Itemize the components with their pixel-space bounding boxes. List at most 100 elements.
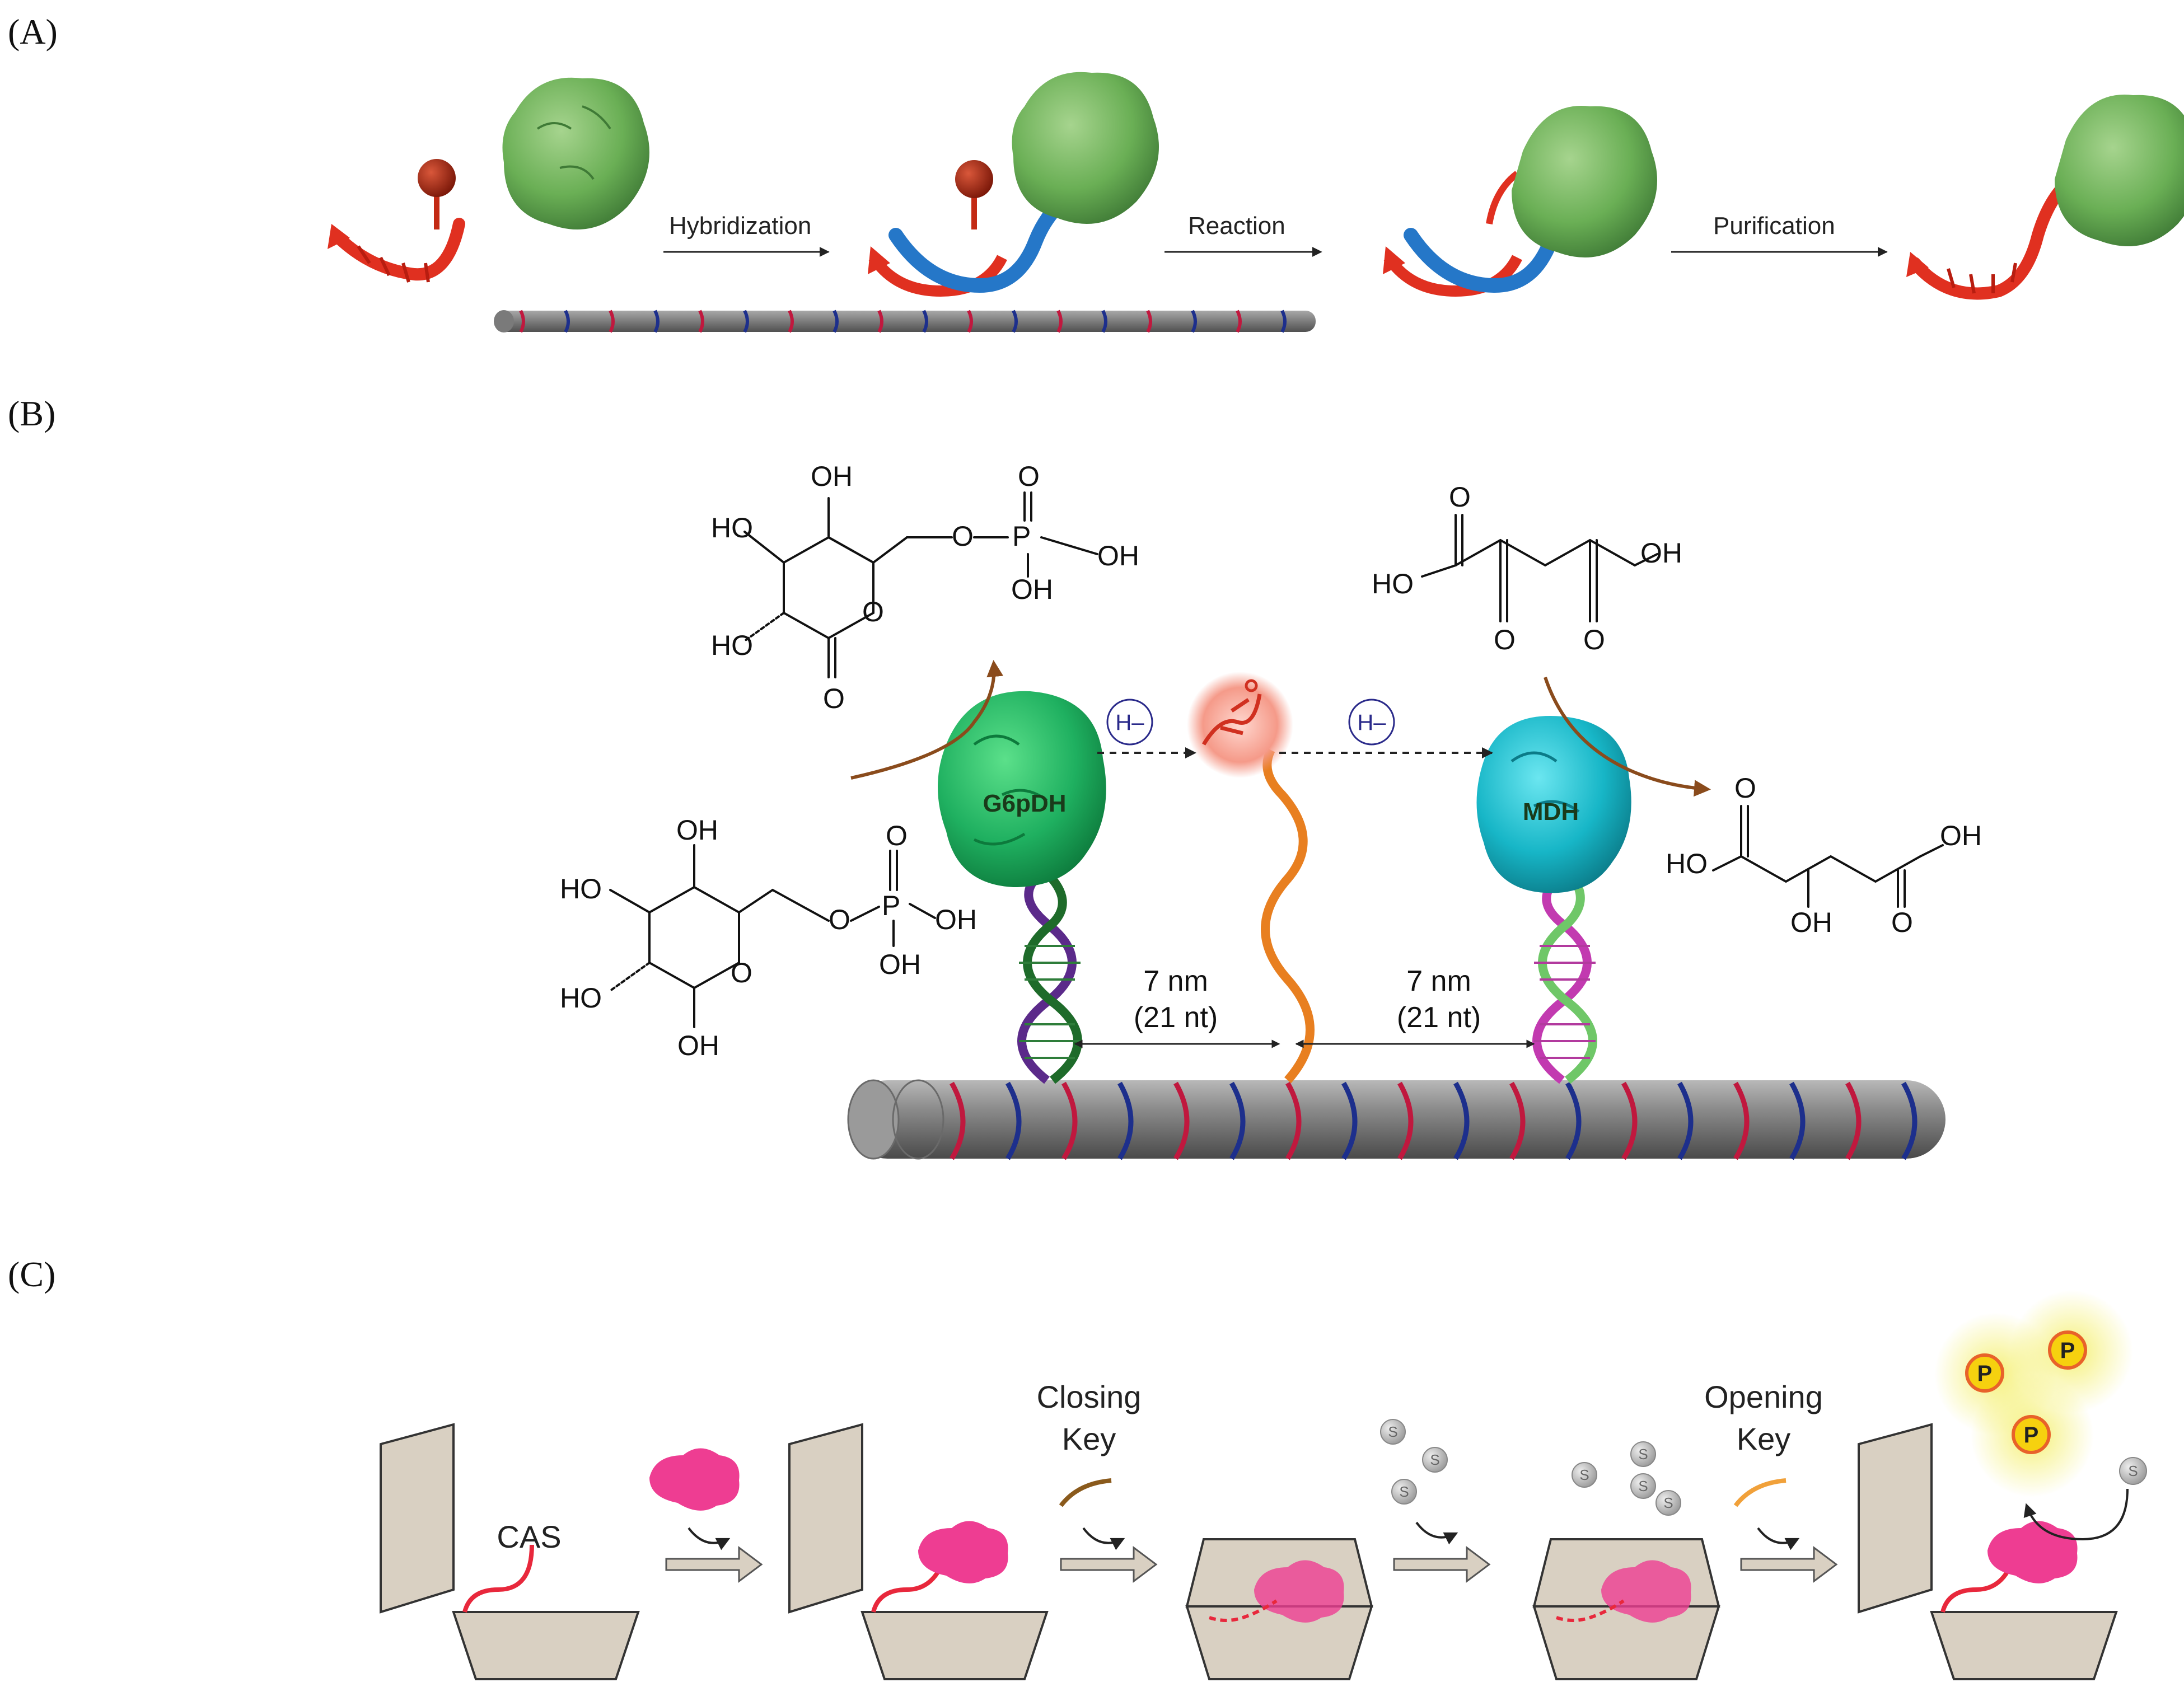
opening-key-line1: Opening xyxy=(1704,1379,1823,1414)
substrate-label-7: S xyxy=(1663,1494,1673,1511)
spacing-left-length: (21 nt) xyxy=(1134,1001,1218,1034)
panel-c: CAS Closing Key xyxy=(380,1290,2147,1680)
panel-a-label: (A) xyxy=(8,12,58,51)
chem-p: P xyxy=(1012,521,1031,552)
chem-oh-g6p-top: OH xyxy=(676,814,718,846)
enzyme-mdh: MDH xyxy=(1476,716,1631,893)
flow-arrow-g6pdh xyxy=(850,660,1004,780)
cofactor-burst xyxy=(1187,672,1293,778)
chem-o-carbonyl: O xyxy=(823,683,845,714)
reacted-complex xyxy=(1383,106,1657,297)
molecule-phosphogluconolactone: OH HO HO O O O P O OH OH xyxy=(711,461,1139,714)
substrate-label-4: S xyxy=(1579,1466,1589,1483)
product-label-2: P xyxy=(2060,1338,2075,1363)
chem-oh-oxa: OH xyxy=(1640,537,1682,569)
hydride-transfer-right: H– xyxy=(1279,699,1493,758)
hydride-label-right: H– xyxy=(1357,710,1386,735)
chem-oh-p-right: OH xyxy=(1097,540,1139,571)
box-open-enzyme xyxy=(788,1423,1049,1680)
box-closed-1 xyxy=(1185,1538,1373,1680)
chem-o-g6p-ester: O xyxy=(829,904,850,935)
opening-key: Opening Key xyxy=(1704,1379,1838,1583)
hydride-transfer-left: H– xyxy=(1097,699,1196,758)
box-closed-2: S S S S xyxy=(1532,1441,1720,1680)
chem-ho-lower: HO xyxy=(711,630,753,661)
chem-o-oxa-acid: O xyxy=(1583,624,1605,655)
flow-arrow-mdh xyxy=(1544,677,1711,797)
chem-oh-top: OH xyxy=(811,461,853,492)
chem-o-p-double: O xyxy=(1018,461,1040,492)
spacing-left: 7 nm (21 nt) xyxy=(1074,965,1280,1048)
dna-helix-right xyxy=(1532,875,1597,1084)
molecule-glucose-6-phosphate: OH HO HO OH O O P O OH OH xyxy=(560,814,977,1061)
closing-key-line2: Key xyxy=(1062,1421,1116,1456)
hydride-label-left: H– xyxy=(1115,710,1144,735)
purified-conjugate xyxy=(1906,95,2184,300)
chem-oh-malate-right: OH xyxy=(1940,820,1982,851)
protein-blob-2 xyxy=(1012,72,1159,224)
closing-key-line1: Closing xyxy=(1037,1379,1142,1414)
enzyme-g6pdh: G6pDH xyxy=(938,691,1106,887)
enzyme-label-mdh: MDH xyxy=(1523,798,1579,826)
step-label-purification: Purification xyxy=(1713,212,1835,240)
dna-origami-rod-b xyxy=(847,1079,1946,1160)
chem-ho-malate: HO xyxy=(1666,848,1708,879)
spacing-right: 7 nm (21 nt) xyxy=(1295,965,1535,1048)
chem-oh-g6p-bottom: OH xyxy=(677,1030,719,1061)
protein-blob-1 xyxy=(502,77,649,229)
molecule-malate: HO O OH O OH xyxy=(1666,772,1982,938)
panel-c-label: (C) xyxy=(8,1254,55,1294)
box-open-active: S xyxy=(1858,1423,2147,1680)
substrate-label-6: S xyxy=(1638,1478,1648,1494)
chem-o-oxa-top: O xyxy=(1449,481,1471,513)
chem-ring-o: O xyxy=(862,596,884,627)
chem-p-g6p: P xyxy=(882,890,900,921)
panel-b: OH HO HO O O O P O OH OH HO O O O OH xyxy=(560,461,1982,1160)
pink-enzyme-free xyxy=(649,1448,740,1511)
spacing-left-distance: 7 nm xyxy=(1143,965,1208,997)
chem-oh-malate-mid: OH xyxy=(1790,907,1832,938)
pink-enzyme-active xyxy=(1987,1521,2078,1583)
opening-key-line2: Key xyxy=(1737,1421,1791,1456)
cas-strand xyxy=(462,1544,534,1613)
box-open-cas: CAS xyxy=(380,1423,640,1680)
product-label-3: P xyxy=(2024,1423,2039,1447)
dna-helix-left xyxy=(1017,869,1082,1084)
panel-b-label: (B) xyxy=(8,393,55,433)
substrate-label-1: S xyxy=(1388,1423,1397,1440)
chem-ring-o-g6p: O xyxy=(731,957,752,988)
spacing-right-distance: 7 nm xyxy=(1406,965,1471,997)
substrate-label-2: S xyxy=(1430,1451,1439,1468)
c-step-1 xyxy=(649,1448,763,1583)
spacing-right-length: (21 nt) xyxy=(1397,1001,1481,1034)
step-reaction: Reaction xyxy=(1165,212,1322,257)
chem-o-malate-acid: O xyxy=(1891,907,1913,938)
red-oligo-with-reactive-group xyxy=(328,159,465,283)
substrate-group-1: S S S xyxy=(1380,1419,1491,1583)
substrate-label-5: S xyxy=(1638,1446,1648,1463)
cas-label: CAS xyxy=(497,1519,561,1554)
product-group: P P P xyxy=(1934,1290,2133,1497)
substrate-label-3: S xyxy=(1399,1483,1409,1500)
substrate-label-8: S xyxy=(2128,1463,2138,1479)
cofactor-strand-orange xyxy=(1261,748,1315,1084)
product-label-1: P xyxy=(1977,1361,1993,1386)
hybridized-complex xyxy=(868,160,1081,297)
molecule-oxaloacetate: HO O O O OH xyxy=(1372,481,1682,655)
chem-o-ester: O xyxy=(952,521,974,552)
pink-enzyme-attached xyxy=(918,1521,1008,1583)
step-label-reaction: Reaction xyxy=(1188,212,1285,240)
chem-o-malate-top: O xyxy=(1734,772,1756,804)
chem-oh-p-bottom: OH xyxy=(1011,574,1053,605)
closing-key: Closing Key xyxy=(1037,1379,1158,1583)
chem-oh-g6p-pright: OH xyxy=(935,904,977,935)
chem-ho-g6p-left: HO xyxy=(560,873,602,905)
chem-ho-left: HO xyxy=(711,512,753,543)
chem-o-g6p-pdouble: O xyxy=(886,820,908,851)
step-purification: Purification xyxy=(1671,212,1888,257)
chem-o-oxa-keto: O xyxy=(1494,624,1516,655)
chem-oh-g6p-pbottom: OH xyxy=(879,949,921,980)
step-label-hybridization: Hybridization xyxy=(669,212,811,240)
chem-ho-g6p-lower: HO xyxy=(560,982,602,1014)
